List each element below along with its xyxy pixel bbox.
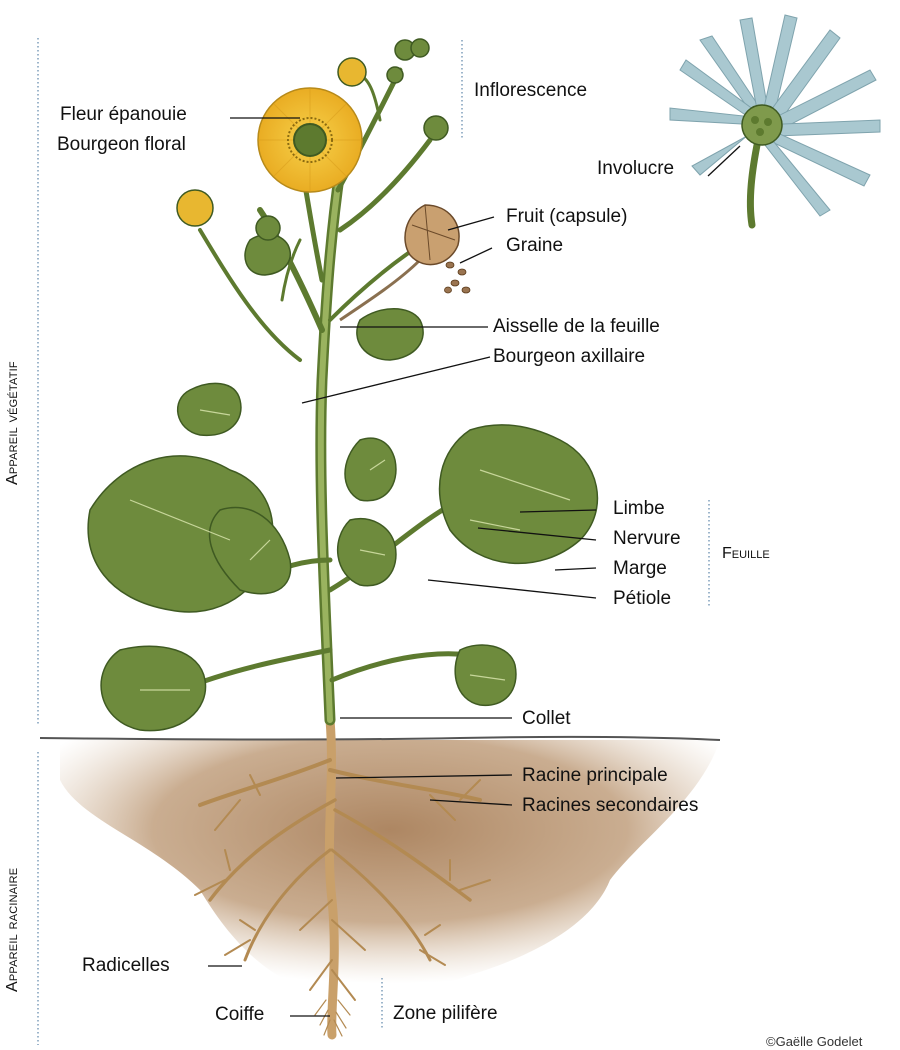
credit: ©Gaëlle Godelet <box>766 1034 862 1049</box>
label-coiffe: Coiffe <box>215 1004 264 1026</box>
label-zone-pilifere: Zone pilifère <box>393 1003 498 1025</box>
label-involucre: Involucre <box>597 158 674 180</box>
open-flower <box>258 88 362 192</box>
label-feuille: Feuille <box>722 543 770 565</box>
label-aisselle: Aisselle de la feuille <box>493 316 660 338</box>
label-limbe: Limbe <box>613 498 665 520</box>
involucre-flower <box>670 15 880 225</box>
section-appareil-racinaire: Appareil racinaire <box>4 868 22 992</box>
label-graine: Graine <box>506 235 563 257</box>
label-collet: Collet <box>522 708 571 730</box>
label-radicelles: Radicelles <box>82 955 170 977</box>
label-marge: Marge <box>613 558 667 580</box>
label-fleur-epanouie: Fleur épanouie <box>60 104 187 126</box>
section-appareil-vegetatif: Appareil végétatif <box>4 361 22 485</box>
label-racine-principale: Racine principale <box>522 765 668 787</box>
label-inflorescence: Inflorescence <box>474 80 587 102</box>
label-bourgeon-floral: Bourgeon floral <box>57 134 186 156</box>
label-racines-secondaires: Racines secondaires <box>522 795 698 817</box>
fruit-capsule <box>340 205 459 320</box>
label-bourgeon-axillaire: Bourgeon axillaire <box>493 346 645 368</box>
label-nervure: Nervure <box>613 528 681 550</box>
label-fruit-capsule: Fruit (capsule) <box>506 206 627 228</box>
label-petiole: Pétiole <box>613 588 671 610</box>
seeds <box>445 262 471 293</box>
